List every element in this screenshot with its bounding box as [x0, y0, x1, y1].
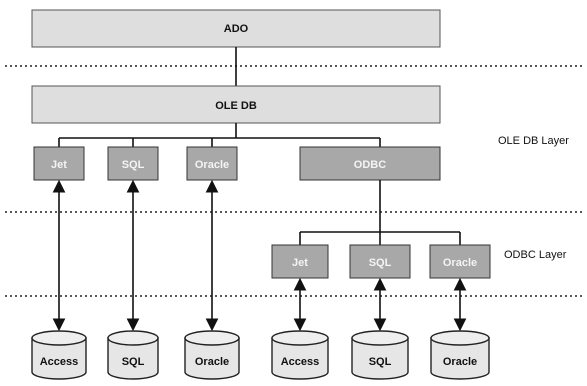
db-oracle-1: Oracle: [184, 330, 240, 380]
provider-oracle: Oracle: [186, 146, 238, 181]
db-access-2: Access: [271, 330, 329, 380]
provider-sql: SQL: [107, 146, 159, 181]
driver-sql: SQL: [349, 244, 411, 279]
odbc-layer-label: ODBC Layer: [504, 249, 567, 261]
svg-text:Oracle: Oracle: [443, 356, 477, 368]
ole-db-label: OLE DB: [215, 100, 257, 112]
provider-jet: Jet: [33, 146, 85, 181]
ado-label: ADO: [224, 23, 249, 35]
db-sql-1: SQL: [107, 330, 159, 380]
svg-text:Oracle: Oracle: [195, 356, 229, 368]
ado-box: ADO: [31, 9, 441, 48]
svg-text:SQL: SQL: [122, 159, 145, 171]
svg-text:Jet: Jet: [292, 257, 308, 269]
svg-text:SQL: SQL: [122, 356, 145, 368]
svg-text:ODBC: ODBC: [354, 159, 386, 171]
svg-text:Access: Access: [281, 356, 320, 368]
data-flow-arrows: [52, 179, 467, 332]
ole-db-tree: [58, 123, 381, 147]
ole-db-box: OLE DB: [31, 85, 441, 124]
svg-text:SQL: SQL: [369, 257, 392, 269]
db-sql-2: SQL: [351, 330, 409, 380]
ole-db-layer-label: OLE DB Layer: [498, 135, 569, 147]
svg-text:SQL: SQL: [369, 356, 392, 368]
db-access-1: Access: [31, 330, 87, 380]
svg-text:Oracle: Oracle: [443, 257, 477, 269]
odbc-tree: [299, 180, 461, 245]
driver-oracle: Oracle: [429, 244, 491, 279]
svg-text:Oracle: Oracle: [195, 159, 229, 171]
db-oracle-2: Oracle: [430, 330, 490, 380]
provider-odbc: ODBC: [299, 146, 441, 181]
svg-text:Access: Access: [40, 356, 79, 368]
svg-text:Jet: Jet: [51, 159, 67, 171]
driver-jet: Jet: [271, 244, 329, 279]
